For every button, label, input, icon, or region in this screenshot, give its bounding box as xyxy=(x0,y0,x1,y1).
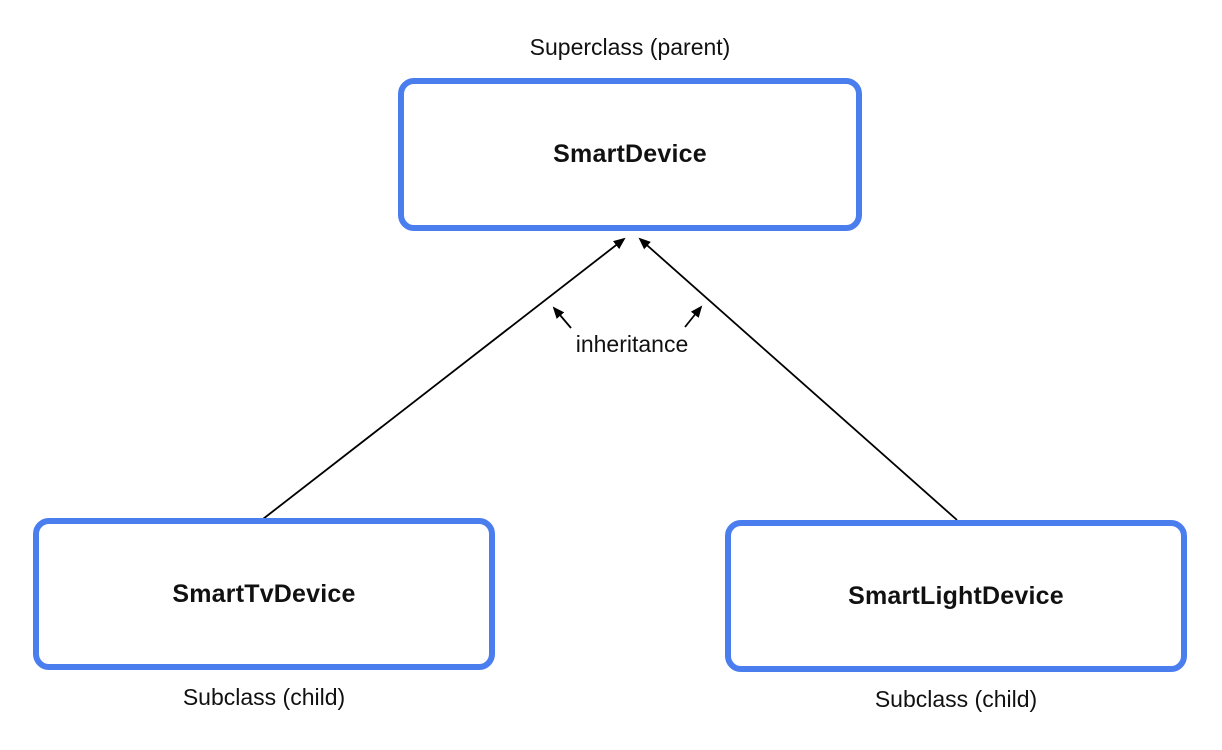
inheritance-arrow-right xyxy=(638,237,958,521)
subclass-light-name: SmartLightDevice xyxy=(848,581,1064,610)
label-callout-arrow-right xyxy=(684,305,703,328)
subclass-tv-name: SmartTvDevice xyxy=(172,579,356,608)
superclass-caption: Superclass (parent) xyxy=(529,34,731,60)
subclass-box-tv: SmartTvDevice xyxy=(33,518,495,670)
superclass-name: SmartDevice xyxy=(553,140,707,168)
superclass-box: SmartDevice xyxy=(398,78,862,231)
label-callout-arrow-left xyxy=(552,306,572,329)
subclass-tv-caption: Subclass (child) xyxy=(182,684,346,710)
subclass-light-caption: Subclass (child) xyxy=(874,686,1038,712)
inheritance-edge-label: inheritance xyxy=(575,331,689,357)
subclass-box-light: SmartLightDevice xyxy=(725,520,1187,672)
inheritance-arrow-left xyxy=(262,237,626,520)
